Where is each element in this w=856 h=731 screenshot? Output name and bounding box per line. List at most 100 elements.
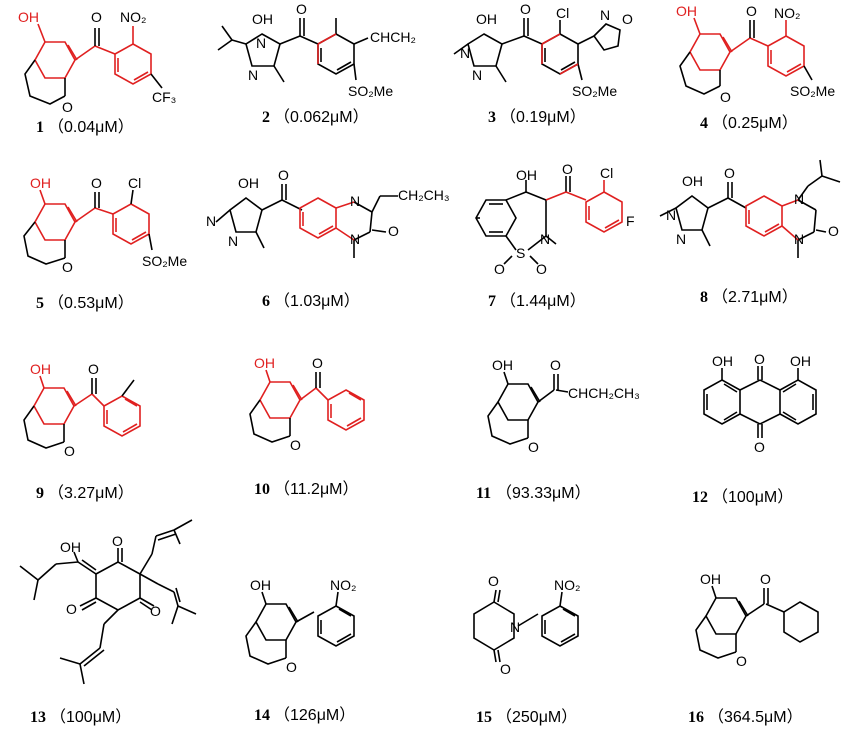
caption-5: 5 （0.53μM） xyxy=(36,294,134,312)
compound-3-labels: OH O N N Cl N O SO₂Me xyxy=(460,1,633,99)
caption-9: 9 （3.27μM） xyxy=(36,484,134,502)
compound-number: 10 xyxy=(254,481,270,498)
compound-number: 4 xyxy=(700,115,708,132)
label-sulfonyl-oxygen-2: O xyxy=(536,261,547,277)
compound-number: 5 xyxy=(36,295,44,312)
label-vinyl: CHCH₂ xyxy=(370,29,416,45)
ic50-value: （0.04μM） xyxy=(48,118,134,136)
label-hydroxyl: OH xyxy=(238,175,259,191)
label-propyl: CH₂CH₃ xyxy=(398,187,450,203)
label-hydroxyl-1: OH xyxy=(712,353,733,369)
ic50-value: （0.062μM） xyxy=(274,108,369,126)
compound-number: 9 xyxy=(36,485,44,502)
compound-13-structure xyxy=(19,519,197,685)
compound-number: 11 xyxy=(476,485,491,502)
label-quinone-oxygen-2: O xyxy=(754,439,765,455)
label-hydroxyl-2: OH xyxy=(790,353,811,369)
label-hydroxyl: OH xyxy=(250,577,271,593)
caption-3: 3 （0.19μM） xyxy=(488,108,586,126)
label-isoxazoline-oxygen: O xyxy=(622,11,633,27)
label-hydroxyl: OH xyxy=(682,173,703,189)
label-methylsulfonyl: SO₂Me xyxy=(348,83,393,99)
label-hydroxyl: OH xyxy=(492,357,513,373)
compound-number: 16 xyxy=(688,709,704,726)
label-trifluoromethyl: CF₃ xyxy=(152,89,176,105)
label-carbonyl-oxygen: O xyxy=(562,161,573,177)
label-imidazolone-nitrogen-2: N xyxy=(350,231,360,247)
ic50-value: （1.03μM） xyxy=(274,292,360,310)
label-chloro: Cl xyxy=(128,175,141,191)
label-nitro: NO₂ xyxy=(330,577,356,593)
label-methylsulfonyl: SO₂Me xyxy=(142,253,187,269)
label-ring-oxygen: O xyxy=(736,653,747,669)
compound-1-structure xyxy=(24,23,163,105)
ic50-value: （3.27μM） xyxy=(48,484,134,502)
label-carbonyl-oxygen: O xyxy=(88,361,99,377)
caption-2: 2 （0.062μM） xyxy=(262,108,369,126)
label-sulfur: S xyxy=(516,245,525,261)
compound-16-labels: OH O O xyxy=(700,571,771,669)
caption-13: 13 （100μM） xyxy=(30,708,131,726)
compound-1-labels: OH O NO₂ O CF₃ xyxy=(18,9,176,115)
compound-2-labels: OH O N N CHCH₂ SO₂Me xyxy=(248,1,416,99)
compound-14-labels: OH NO₂ O xyxy=(250,577,356,675)
label-nitro: NO₂ xyxy=(774,5,800,21)
label-carbonyl-oxygen-right: O xyxy=(150,603,161,619)
label-hydroxyl: OH xyxy=(700,571,721,587)
label-carbonyl-oxygen: O xyxy=(91,175,102,191)
caption-14: 14 （126μM） xyxy=(254,706,355,724)
compound-number: 1 xyxy=(36,119,44,136)
label-nitrogen-2: N xyxy=(248,67,258,83)
ic50-value: （2.71μM） xyxy=(712,288,798,306)
label-imide-oxygen-bottom: O xyxy=(500,661,511,677)
label-carbonyl-oxygen: O xyxy=(312,355,323,371)
compound-9-labels: OH O O xyxy=(30,361,99,459)
label-pyrazole-nitrogen-2: N xyxy=(676,231,686,247)
caption-4: 4 （0.25μM） xyxy=(700,114,798,132)
ic50-value: （0.19μM） xyxy=(500,108,586,126)
ic50-value: （100μM） xyxy=(712,488,793,506)
ic50-value: （93.33μM） xyxy=(496,484,591,502)
label-quinone-oxygen-1: O xyxy=(754,351,765,367)
label-imidazolone-oxygen: O xyxy=(388,223,399,239)
label-ring-oxygen: O xyxy=(286,659,297,675)
compound-13-labels: OH O O O xyxy=(60,533,161,619)
compound-8-labels: OH O N N N N O xyxy=(666,165,839,247)
label-carbonyl-oxygen: O xyxy=(520,1,531,17)
label-carbonyl-oxygen: O xyxy=(760,571,771,587)
label-carbonyl-oxygen-top: O xyxy=(112,533,123,549)
ic50-value: （364.5μM） xyxy=(708,708,803,726)
label-carbonyl-oxygen: O xyxy=(724,165,735,181)
compound-number: 6 xyxy=(262,293,270,310)
label-hydroxyl: OH xyxy=(476,11,497,27)
label-imide-nitrogen: N xyxy=(510,619,520,635)
label-nitrogen-1: N xyxy=(460,45,470,61)
label-nitro: NO₂ xyxy=(554,577,580,593)
compound-12-labels: OH O OH O xyxy=(712,351,811,455)
label-ring-oxygen: O xyxy=(64,443,75,459)
label-chloro: Cl xyxy=(556,5,569,21)
label-carbonyl-oxygen: O xyxy=(550,357,561,373)
label-methylsulfonyl: SO₂Me xyxy=(790,83,835,99)
label-carbonyl-oxygen: O xyxy=(91,9,102,25)
label-hydroxyl: OH xyxy=(60,539,81,555)
label-pyrazole-nitrogen-1: N xyxy=(206,213,216,229)
caption-16: 16 （364.5μM） xyxy=(688,708,803,726)
compound-number: 3 xyxy=(488,109,496,126)
label-carbonyl-oxygen: O xyxy=(746,3,757,19)
compound-3-structure xyxy=(453,18,621,83)
compound-number: 7 xyxy=(488,293,496,310)
compound-number: 12 xyxy=(692,489,708,506)
compound-8-structure xyxy=(659,159,841,258)
ic50-value: （100μM） xyxy=(50,708,131,726)
compound-15-structure xyxy=(473,589,579,663)
caption-15: 15 （250μM） xyxy=(476,708,577,726)
label-imidazolone-nitrogen-2: N xyxy=(794,231,804,247)
label-carbonyl-oxygen-left: O xyxy=(66,601,77,617)
compound-15-labels: O N NO₂ O xyxy=(488,573,580,677)
label-hydroxyl: OH xyxy=(30,361,51,377)
label-ring-oxygen: O xyxy=(62,99,73,115)
label-hydroxyl: OH xyxy=(18,9,39,25)
label-nitrogen: N xyxy=(540,231,550,247)
